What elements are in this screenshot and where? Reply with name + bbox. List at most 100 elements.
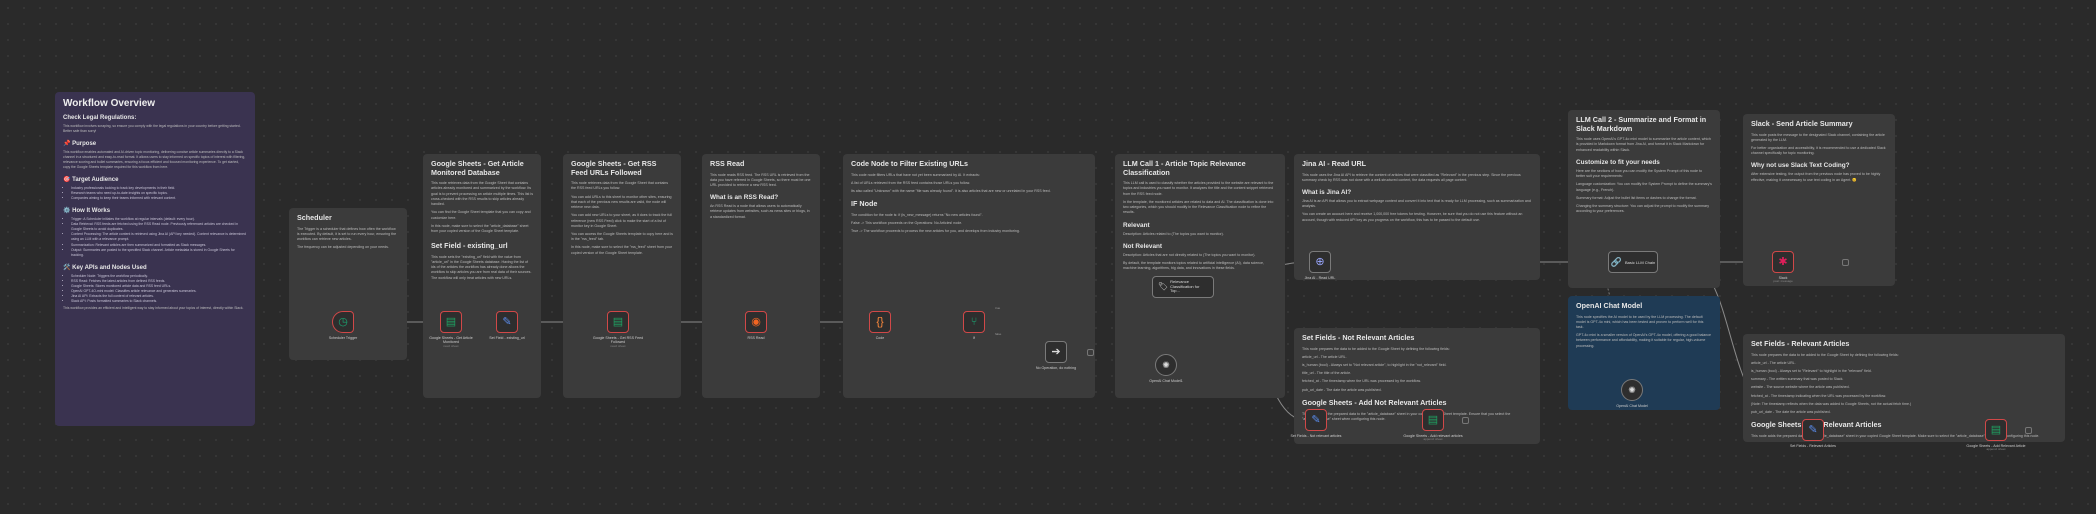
node-label: No Operation, do nothing: [1035, 366, 1077, 370]
note-text: This node reads RSS feed. The RSS URL is…: [710, 172, 811, 188]
code-node[interactable]: {}: [869, 311, 891, 333]
braces-icon: {}: [876, 315, 884, 328]
note-title: LLM Call 2 - Summarize and Format in Sla…: [1576, 115, 1707, 133]
note-text: You can access the Google Sheets templat…: [571, 231, 673, 242]
list-item: Data Retrieval: RSS feeds are fetched us…: [71, 222, 247, 232]
note-title: OpenAI Chat Model: [1576, 301, 1643, 310]
note-text: is_human (bool) - Always set to "Relevan…: [1751, 369, 1872, 374]
jina-note[interactable]: Jina AI - Read URL This node uses the Ji…: [1294, 154, 1540, 280]
note-text: Description: Articles that are not direc…: [1123, 252, 1256, 257]
note-subtitle: Relevant: [1123, 221, 1150, 229]
branch-icon: ⑂: [970, 315, 978, 328]
note-text: This code node filters URLs that have no…: [851, 172, 980, 177]
note-text: This node sets the "existing_url" field …: [431, 254, 532, 280]
llm1-note[interactable]: LLM Call 1 - Article Topic Relevance Cla…: [1115, 154, 1285, 398]
gs-rss-note[interactable]: Google Sheets - Get RSS Feed URLs Follow…: [563, 154, 681, 398]
list-item: Scheduler Node: Triggers the workflow pe…: [71, 274, 247, 279]
set-relevant-node[interactable]: ✎: [1802, 419, 1824, 441]
purpose-text: This workflow enables automated and AI-d…: [63, 149, 246, 169]
check-legal-text: This workflow involves scraping, so ensu…: [63, 124, 241, 133]
openai-chat-model-node[interactable]: ✺: [1621, 379, 1643, 401]
workflow-overview-note[interactable]: Workflow Overview Check Legal Regulation…: [55, 92, 255, 426]
rss-read-node[interactable]: ◉: [745, 311, 767, 333]
node-label-text: Slack: [1778, 276, 1788, 280]
add-node-plus[interactable]: [2025, 427, 2032, 434]
basic-llm-chain-node[interactable]: 🔗 Basic LLM Chain: [1608, 251, 1658, 273]
openai-note[interactable]: OpenAI Chat Model This node specifies th…: [1568, 296, 1720, 410]
node-sublabel: read: sheet: [610, 343, 626, 348]
node-label-text: Google Sheets - Add relevant articles: [1403, 434, 1463, 438]
apis-list: Scheduler Node: Triggers the workflow pe…: [63, 274, 247, 305]
sheets-icon: ▤: [1990, 423, 2002, 436]
note-title: Set Fields - Not Relevant Articles: [1302, 333, 1415, 342]
note-text: Its also called "Unknown" with the name …: [851, 189, 1051, 194]
set-not-relevant-node[interactable]: ✎: [1305, 409, 1327, 431]
note-text: website - The source website where the a…: [1751, 385, 1850, 390]
note-text: article_url - The article URL.: [1751, 360, 1796, 365]
note-subtitle: Google Sheets - Add Relevant Articles: [1751, 420, 1882, 430]
node-label-text: Google Sheets - Add Relevant Article: [1966, 444, 2026, 448]
list-item: Summarization: Relevant articles are the…: [71, 243, 247, 248]
note-text: True -> The workflow proceeds to process…: [851, 229, 1020, 234]
arrow-icon: ➔: [1051, 345, 1061, 358]
slack-node[interactable]: ✱: [1772, 251, 1794, 273]
rss-note[interactable]: RSS Read This node reads RSS feed. The R…: [702, 154, 820, 398]
note-text: In this node, make sure to select the "a…: [431, 223, 529, 233]
not-relevant-note[interactable]: Set Fields - Not Relevant Articles This …: [1294, 328, 1540, 444]
node-label: OpenAI Chat Model1: [1149, 379, 1183, 383]
node-label-text: Google Sheets - Get Article Monitored: [429, 336, 473, 345]
sheets-icon: ▤: [445, 315, 457, 328]
note-title: LLM Call 1 - Article Topic Relevance Cla…: [1123, 159, 1246, 177]
note-title: Set Fields - Relevant Articles: [1751, 339, 1850, 348]
list-item: Research teams who need up-to-date insig…: [71, 191, 247, 196]
purpose-title: 📌 Purpose: [63, 140, 97, 147]
how-it-works-title: ⚙️ How It Works: [63, 207, 111, 214]
gs-get-rss-node[interactable]: ▤: [607, 311, 629, 333]
note-title: Jina AI - Read URL: [1302, 159, 1367, 168]
note-text: In the template, the monitored articles …: [1123, 199, 1274, 215]
note-text: title_url - The title of the article.: [1302, 371, 1352, 376]
note-text: You can add URLs to this sheet to monito…: [571, 194, 672, 210]
node-label-text: Google Sheets - Get RSS Feed Followed: [592, 336, 644, 345]
pencil-icon: ✎: [1808, 423, 1818, 436]
note-title: Google Sheets - Get RSS Feed URLs Follow…: [571, 159, 657, 177]
gs-monitored-note[interactable]: Google Sheets - Get Article Monitored Da…: [423, 154, 541, 398]
gs-add-relevant-node[interactable]: ▤: [1985, 419, 2007, 441]
note-text: You can add new URLs to your sheet, as i…: [571, 213, 672, 228]
note-text: The frequency can be adjusted depending …: [297, 245, 389, 250]
relevance-classification-node[interactable]: 🏷 Relevance Classification for Top...: [1152, 276, 1214, 298]
add-node-plus[interactable]: [1842, 259, 1849, 266]
no-operation-node[interactable]: ➔: [1045, 341, 1067, 363]
overview-title: Workflow Overview: [63, 98, 156, 109]
note-text: pub_url_date - The date the article was …: [1751, 410, 1831, 415]
note-text: fetched_at - The timestamp when the URL …: [1302, 379, 1421, 384]
gs-get-articles-node[interactable]: ▤: [440, 311, 462, 333]
slack-note[interactable]: Slack - Send Article Summary This node p…: [1743, 114, 1895, 286]
openai-icon: ✺: [1628, 384, 1636, 395]
scheduler-note[interactable]: Scheduler The Trigger is a scheduler tha…: [289, 208, 407, 360]
set-existing-url-node[interactable]: ✎: [496, 311, 518, 333]
if-node[interactable]: ⑂: [963, 311, 985, 333]
node-label: Google Sheets - Get RSS Feed Followed re…: [588, 336, 648, 349]
note-text: You can find the Google Sheet template t…: [431, 210, 531, 220]
node-inline-label: Relevance Classification for Top...: [1170, 278, 1200, 294]
openai-chat-model1-node[interactable]: ✺: [1155, 354, 1177, 376]
note-text: You can create an account here and recei…: [1302, 212, 1523, 222]
relevant-note[interactable]: Set Fields - Relevant Articles This node…: [1743, 334, 2065, 442]
jina-read-url-node[interactable]: ⊕: [1309, 251, 1331, 273]
code-note[interactable]: Code Node to Filter Existing URLs This c…: [843, 154, 1095, 398]
audience-list: Industry professionals looking to track …: [63, 186, 247, 201]
gs-add-not-relevant-node[interactable]: ▤: [1422, 409, 1444, 431]
note-text: Jina AI is an API that allows you to ext…: [1302, 199, 1531, 209]
scheduler-trigger-node[interactable]: ◷: [332, 311, 354, 333]
note-text: By default, the template monitors topics…: [1123, 260, 1265, 271]
note-text: This node adds the prepared data to the …: [1302, 411, 1511, 421]
add-node-plus[interactable]: [1087, 349, 1094, 356]
note-text: In this node, make sure to select the "r…: [571, 245, 673, 255]
add-node-plus[interactable]: [1462, 417, 1469, 424]
openai-icon: ✺: [1162, 359, 1170, 370]
note-subtitle: Google Sheets - Add Not Relevant Article…: [1302, 397, 1447, 407]
list-item: Slack API: Posts formatted summaries to …: [71, 299, 247, 304]
note-text: Changing the summary structure: You can …: [1576, 203, 1710, 214]
sheets-icon: ▤: [612, 315, 624, 328]
